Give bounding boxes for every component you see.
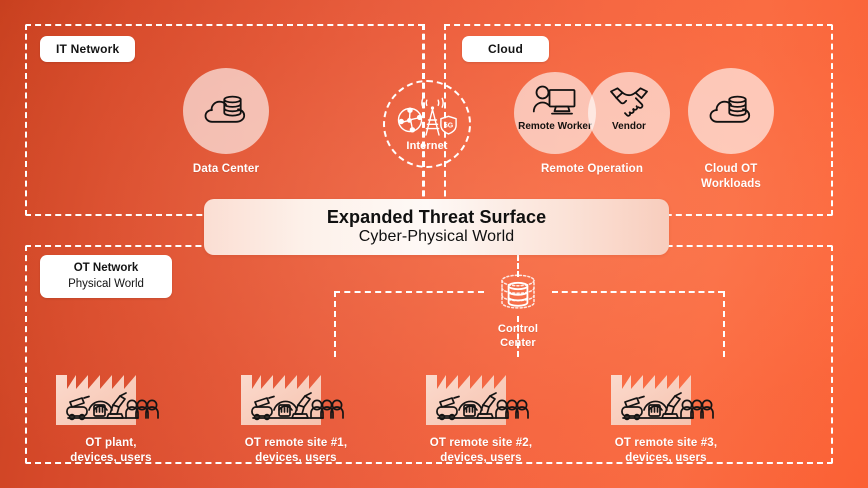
- data-center-circle: [183, 68, 269, 154]
- ot-remote-site-1-label: OT remote site #1, devices, users: [214, 436, 378, 466]
- expanded-threat-surface-banner: Expanded Threat Surface Cyber-Physical W…: [204, 199, 669, 255]
- banner-title: Expanded Threat Surface: [326, 206, 547, 227]
- cloud-ot-workloads-label: Cloud OT Workloads: [686, 162, 776, 192]
- ot-remote-site-2-label-line1: OT remote site #2,: [429, 437, 533, 449]
- control-center-glyph: [480, 272, 556, 316]
- cloud-ot-workloads-circle: [688, 68, 774, 154]
- remote-operation-label: Remote Operation: [540, 163, 644, 175]
- ot-plant-label: OT plant, devices, users: [29, 436, 193, 466]
- ot-remote-site-3-label: OT remote site #3, devices, users: [584, 436, 748, 466]
- ot-plant-art: [50, 357, 173, 429]
- ot-remote-site-2-label: OT remote site #2, devices, users: [399, 436, 563, 466]
- ot-plant-label-line2: devices, users: [70, 451, 152, 464]
- handshake-icon: [610, 87, 648, 117]
- remote-operation-circles: Remote Worker: [514, 72, 670, 154]
- ot-remote-site-1-label-line1: OT remote site #1,: [244, 437, 348, 449]
- zone-label-ot-line1: OT Network: [73, 262, 139, 274]
- internet-icon-wrap: 5G: [385, 96, 469, 140]
- factory-icon: [55, 375, 159, 425]
- connector-drop-site2: [517, 316, 519, 357]
- vendor-circle[interactable]: Vendor: [588, 72, 670, 154]
- internet-tower-5g-icon: 5G: [397, 97, 457, 136]
- database-cylinder-icon: [501, 274, 535, 309]
- node-control-center[interactable]: Control Center: [480, 272, 556, 351]
- node-ot-remote-site-3[interactable]: OT remote site #3, devices, users: [584, 357, 748, 466]
- factory-icon: [240, 375, 344, 425]
- node-ot-remote-site-1[interactable]: OT remote site #1, devices, users: [214, 357, 378, 466]
- internet-label: Internet: [406, 140, 448, 152]
- cloud-database-icon: [204, 95, 246, 123]
- vendor-label: Vendor: [612, 121, 646, 132]
- connector-banner-to-control: [517, 255, 519, 277]
- remote-worker-icon: [532, 85, 576, 115]
- internet-circle: 5G Internet: [383, 80, 471, 168]
- factory-icon: [425, 375, 529, 425]
- cloud-ot-workloads-label-line1: Cloud OT: [704, 163, 758, 175]
- ot-remote-site-3-art: [605, 357, 728, 429]
- ot-remote-site-2-art: [420, 357, 543, 429]
- remote-worker-circle[interactable]: Remote Worker: [514, 72, 596, 154]
- factory-icon: [610, 375, 714, 425]
- ot-remote-site-1-label-line2: devices, users: [255, 451, 337, 464]
- cloud-database-icon: [709, 95, 751, 123]
- ot-remote-site-1-art: [235, 357, 358, 429]
- node-ot-plant[interactable]: OT plant, devices, users: [29, 357, 193, 466]
- node-cloud-ot-workloads[interactable]: Cloud OT Workloads: [686, 68, 776, 192]
- ot-remote-site-2-label-line2: devices, users: [440, 451, 522, 464]
- control-center-label: Control Center: [497, 323, 539, 350]
- node-internet[interactable]: 5G Internet: [383, 80, 475, 168]
- remote-worker-glyph: [532, 84, 578, 118]
- connector-drop-site1: [334, 291, 336, 357]
- node-ot-remote-site-2[interactable]: OT remote site #2, devices, users: [399, 357, 563, 466]
- zone-label-ot-network: OT Network Physical World: [40, 255, 172, 299]
- connector-drop-site3: [723, 291, 725, 357]
- zone-label-ot-line2: Physical World: [68, 277, 144, 290]
- node-data-center[interactable]: Data Center: [181, 68, 271, 177]
- svg-text:5G: 5G: [444, 123, 454, 130]
- zone-label-cloud: Cloud: [462, 36, 549, 62]
- remote-worker-label: Remote Worker: [518, 121, 592, 132]
- vendor-glyph: [607, 84, 651, 118]
- cloud-ot-workloads-label-line2: Workloads: [701, 177, 761, 190]
- ot-remote-site-3-label-line1: OT remote site #3,: [614, 437, 718, 449]
- zone-label-it-network: IT Network: [40, 36, 136, 62]
- node-remote-operation[interactable]: Remote Worker: [514, 72, 670, 177]
- data-center-label: Data Center: [192, 163, 260, 175]
- banner-subtitle: Cyber-Physical World: [358, 228, 515, 246]
- ot-remote-site-3-label-line2: devices, users: [625, 451, 707, 464]
- connector-bus-left: [334, 291, 484, 293]
- connector-bus-right: [552, 291, 724, 293]
- ot-plant-label-line1: OT plant,: [85, 437, 137, 449]
